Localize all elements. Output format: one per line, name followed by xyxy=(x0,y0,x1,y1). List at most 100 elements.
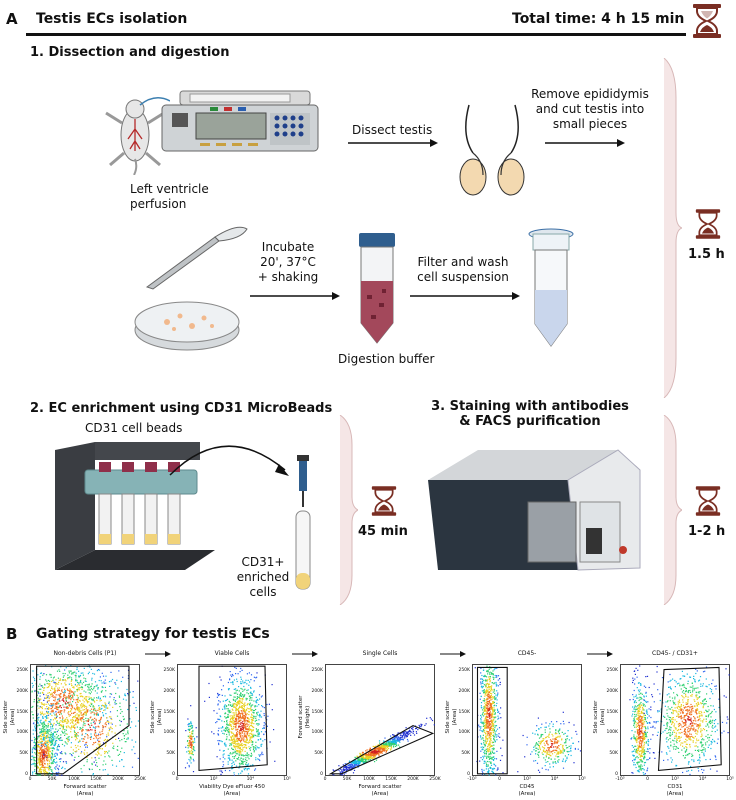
event-dot xyxy=(53,681,55,683)
event-dot xyxy=(491,745,493,747)
event-dot xyxy=(41,754,43,756)
event-dot xyxy=(127,708,129,711)
event-dot xyxy=(392,742,394,744)
x-tick-label: 0 xyxy=(323,777,327,782)
event-dot xyxy=(68,677,70,679)
event-dot xyxy=(67,725,69,727)
event-dot xyxy=(62,728,64,730)
event-dot xyxy=(65,761,67,763)
event-dot xyxy=(543,738,545,740)
event-dot xyxy=(358,764,360,766)
event-dot xyxy=(492,702,494,704)
event-dot xyxy=(256,672,258,674)
x-tick-label: 50K xyxy=(47,777,57,782)
event-dot xyxy=(240,772,242,774)
event-dot xyxy=(258,735,260,737)
event-dot xyxy=(71,725,73,727)
event-dot xyxy=(189,728,191,730)
event-dot xyxy=(367,757,369,759)
event-dot xyxy=(46,759,48,761)
event-dot xyxy=(491,770,493,772)
event-dot xyxy=(192,758,194,760)
event-dot xyxy=(250,694,252,696)
event-dot xyxy=(245,759,247,761)
event-dot xyxy=(494,739,496,741)
event-dot xyxy=(239,732,241,734)
event-dot xyxy=(53,748,55,750)
event-dot xyxy=(247,754,249,756)
flow-plot xyxy=(472,664,582,776)
event-dot xyxy=(245,714,247,716)
event-dot xyxy=(386,744,388,746)
event-dot xyxy=(237,713,240,715)
event-dot xyxy=(227,708,229,710)
event-dot xyxy=(39,678,41,680)
event-dot xyxy=(104,723,106,725)
event-dot xyxy=(82,716,84,718)
event-dot xyxy=(71,726,73,728)
event-dot xyxy=(189,746,191,748)
event-dot xyxy=(48,700,50,702)
event-dot xyxy=(45,744,47,746)
event-dot xyxy=(497,715,499,717)
event-dot xyxy=(351,767,353,769)
event-dot xyxy=(46,686,48,689)
event-dot xyxy=(231,738,233,741)
event-dot xyxy=(486,680,488,682)
event-dot xyxy=(32,729,34,731)
event-dot xyxy=(72,749,74,751)
event-dot xyxy=(483,679,485,681)
event-dot xyxy=(236,750,238,752)
event-dot xyxy=(233,735,235,737)
event-dot xyxy=(234,747,236,749)
event-dot xyxy=(250,746,252,749)
event-dot xyxy=(250,733,253,735)
event-dot xyxy=(49,740,51,742)
event-dot xyxy=(47,703,49,705)
event-dot xyxy=(490,735,492,737)
event-dot xyxy=(118,737,120,739)
event-dot xyxy=(483,700,485,702)
event-dot xyxy=(487,671,489,673)
event-dot xyxy=(70,673,73,675)
event-dot xyxy=(69,689,71,691)
event-dot xyxy=(254,705,256,707)
event-dot xyxy=(487,750,489,752)
event-dot xyxy=(565,744,567,747)
event-dot xyxy=(548,734,550,736)
event-dot xyxy=(379,742,381,744)
event-dot xyxy=(394,738,396,740)
event-dot xyxy=(39,752,41,755)
event-dot xyxy=(80,704,82,706)
event-dot xyxy=(185,730,187,732)
event-dot xyxy=(242,729,244,731)
event-dot xyxy=(487,684,489,686)
event-dot xyxy=(55,685,57,687)
event-dot xyxy=(230,674,232,676)
event-dot xyxy=(50,741,52,744)
event-dot xyxy=(69,691,71,693)
event-dot xyxy=(488,748,490,750)
event-dot xyxy=(192,731,194,733)
event-dot xyxy=(493,744,495,746)
event-dot xyxy=(58,758,61,760)
event-dot xyxy=(228,739,230,741)
event-dot xyxy=(63,719,65,721)
event-dot xyxy=(383,740,385,742)
event-dot xyxy=(95,720,97,722)
event-dot xyxy=(354,766,356,768)
event-dot xyxy=(87,686,89,688)
event-dot xyxy=(74,683,76,686)
event-dot xyxy=(236,678,238,680)
event-dot xyxy=(54,735,56,737)
event-dot xyxy=(489,751,492,753)
event-dot xyxy=(369,756,371,758)
event-dot xyxy=(235,751,237,753)
event-dot xyxy=(237,722,239,724)
event-dot xyxy=(242,758,244,760)
event-dot xyxy=(536,762,539,764)
event-dot xyxy=(241,743,243,745)
event-dot xyxy=(544,731,546,733)
event-dot xyxy=(120,751,122,753)
event-dot xyxy=(56,704,58,706)
